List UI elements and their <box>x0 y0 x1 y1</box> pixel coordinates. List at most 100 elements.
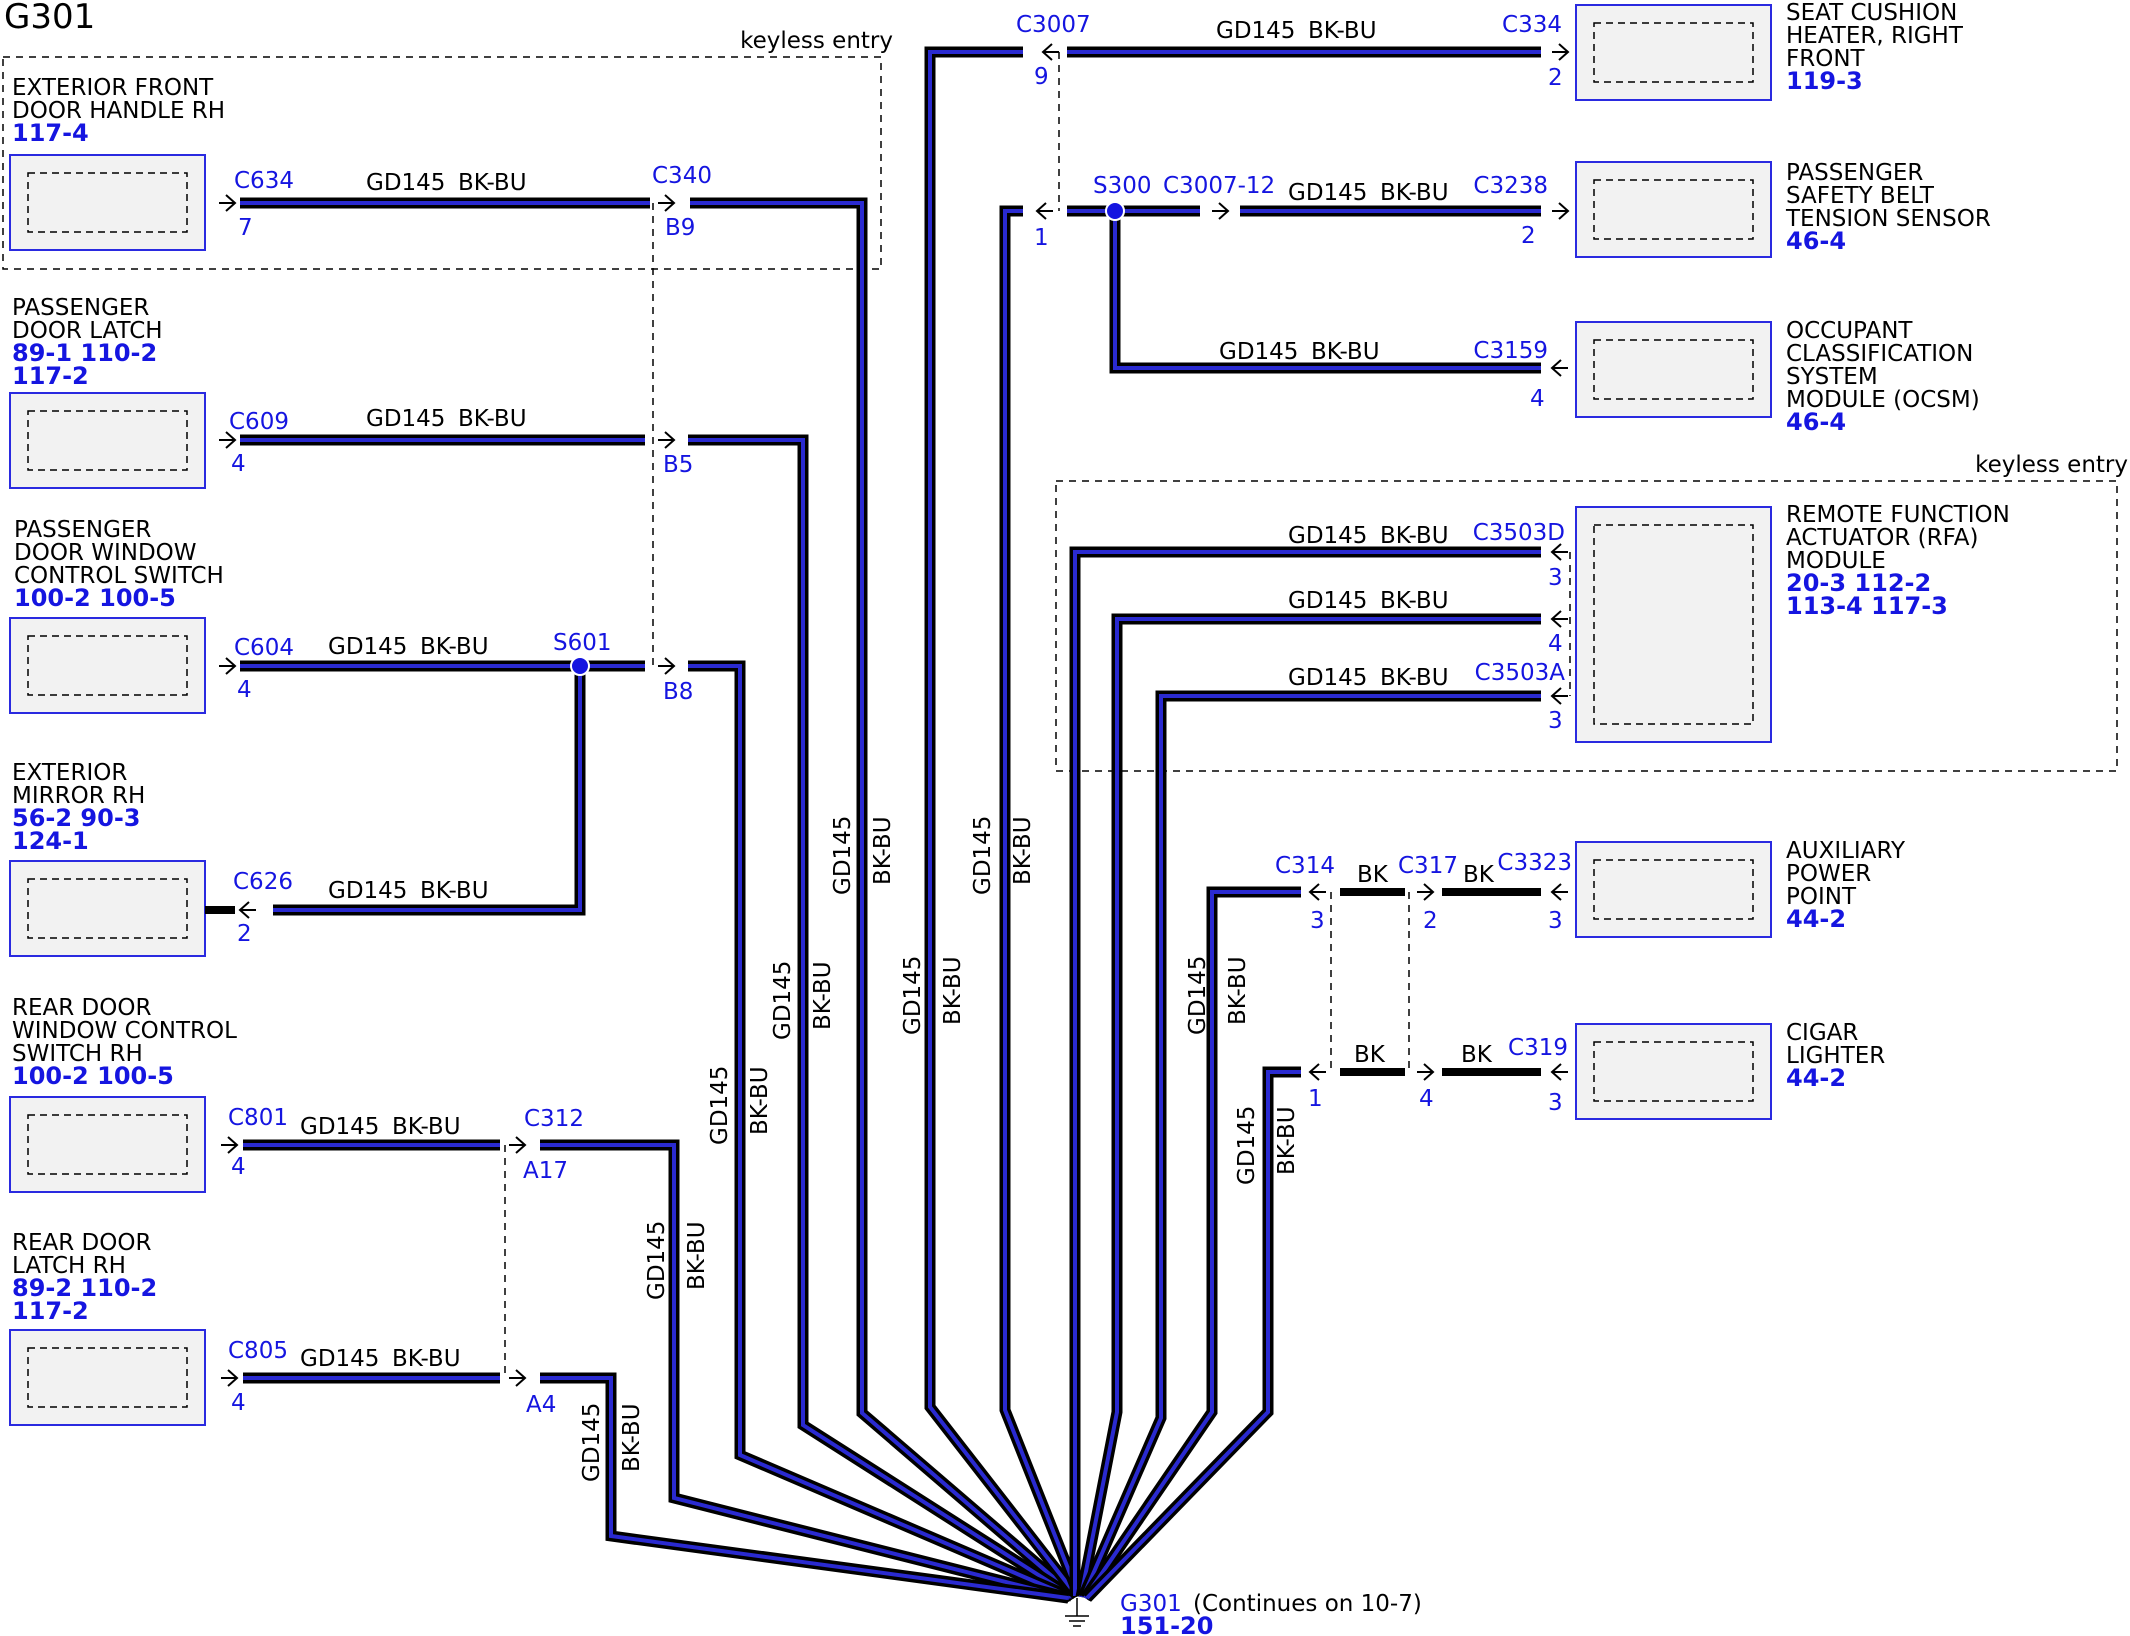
wire-c312-a17 <box>540 1139 1071 1604</box>
cigar-page-ref: 44-2 <box>1786 1064 1846 1092</box>
arrow-connector-icon <box>1417 883 1435 901</box>
wire-label-v-c340-b8-color: BK-BU <box>747 1066 773 1135</box>
connector-c634-name: C634 <box>234 168 294 194</box>
wire-label-c626-circuit: GD145 <box>328 878 407 904</box>
ocsm-label-line: OCCUPANT <box>1786 318 1913 344</box>
connector-c334-pin: 2 <box>1548 65 1563 91</box>
wire-label-c634-color: BK-BU <box>458 170 527 196</box>
wire-label-v-c312-a4-color: BK-BU <box>619 1403 645 1472</box>
wire-label-c609-circuit: GD145 <box>366 406 445 432</box>
connector-c805-name: C805 <box>228 1338 288 1364</box>
splice-s601-label: S601 <box>553 630 612 656</box>
component-box <box>1575 841 1772 938</box>
connector-c312-pin: A17 <box>523 1158 568 1184</box>
connector-c3007-name: C3007 <box>1016 12 1091 38</box>
belt_sensor-label-line: TENSION SENSOR <box>1785 206 1991 232</box>
arrow-connector-icon <box>1550 1063 1568 1081</box>
ext_door_handle-label-line: EXTERIOR FRONT <box>12 75 214 101</box>
component-box <box>1575 321 1772 418</box>
connector-c3503a-pin: 3 <box>1548 708 1563 734</box>
ext_door_handle-page-ref: 117-4 <box>12 119 89 147</box>
pass_door_latch-label-line: PASSENGER <box>12 295 149 321</box>
rear_window_switch-label-line: WINDOW CONTROL <box>12 1018 237 1044</box>
connector-c317-name: C317 <box>1398 853 1458 879</box>
component-box <box>9 1329 206 1426</box>
wire-label-c805-color: BK-BU <box>392 1346 461 1372</box>
pass_door_latch-page-ref: 117-2 <box>12 362 89 390</box>
rfa-page-ref: 113-4 117-3 <box>1786 592 1948 620</box>
rear_window_switch-page-ref: 100-2 100-5 <box>12 1062 174 1090</box>
keyless-entry-region <box>2 56 882 270</box>
wire-label-c3503a-color: BK-BU <box>1380 665 1449 691</box>
wire-label-v-c340-b9-circuit: GD145 <box>830 816 856 895</box>
rear_window_switch-label-line: SWITCH RH <box>12 1041 143 1067</box>
arrow-connector-icon <box>509 1136 527 1154</box>
connector-c604-name: C604 <box>234 635 294 661</box>
connector-c604-pin: 4 <box>237 677 252 703</box>
pass_window_switch-label-line: DOOR WINDOW <box>14 540 197 566</box>
arrow-connector-icon <box>1308 883 1326 901</box>
wire-label-c801-color: BK-BU <box>392 1114 461 1140</box>
component-box <box>1575 161 1772 258</box>
wire-label-v-c312-a4-circuit: GD145 <box>579 1403 605 1482</box>
wire-label-v-c340-b5-color: BK-BU <box>810 961 836 1030</box>
wire-label-c805-circuit: GD145 <box>300 1346 379 1372</box>
component-box <box>9 392 206 489</box>
ext_mirror-label-line: EXTERIOR <box>12 760 127 786</box>
connector-c3503d-name: C3503D <box>1473 520 1565 546</box>
seat_heater-label-line: FRONT <box>1786 46 1866 72</box>
rear_door_latch-page-ref: 89-2 110-2 <box>12 1274 157 1302</box>
wire-label-c3238-color: BK-BU <box>1380 180 1449 206</box>
wire-c3007-9 <box>924 46 1082 1600</box>
arrow-connector-icon <box>1550 610 1568 628</box>
wire-label-bk: BK <box>1463 862 1495 888</box>
connector-c626-name: C626 <box>233 869 293 895</box>
splice-dot-icon <box>1105 201 1125 221</box>
wire-label-c3503d-circuit: GD145 <box>1288 523 1367 549</box>
connector-c340-pin: B5 <box>663 452 693 478</box>
ext_mirror-label-line: MIRROR RH <box>12 783 145 809</box>
arrow-connector-icon <box>509 1369 527 1387</box>
wire-label-c334-color: BK-BU <box>1308 18 1377 44</box>
wire-c3503a <box>1077 690 1541 1600</box>
arrow-connector-icon <box>1417 1063 1435 1081</box>
wire-label-c3503d-color: BK-BU <box>1380 523 1449 549</box>
cigar-label-line: CIGAR <box>1786 1020 1858 1046</box>
wire-label-v-c340-b5-circuit: GD145 <box>770 961 796 1040</box>
connector-c3323-pin: 3 <box>1548 908 1563 934</box>
wire-label-v-c312-a17-color: BK-BU <box>684 1221 710 1290</box>
pass_door_latch-page-ref: 89-1 110-2 <box>12 339 157 367</box>
wire-label-v-c3007-1-circuit: GD145 <box>970 816 996 895</box>
connector-c340-pin: B8 <box>663 679 693 705</box>
arrow-connector-icon <box>1035 202 1053 220</box>
ocsm-label-line: SYSTEM <box>1786 364 1878 390</box>
arrow-connector-icon <box>219 657 237 675</box>
component-box <box>9 154 206 251</box>
connector-c801-pin: 4 <box>231 1154 246 1180</box>
aux_power-label-line: POWER <box>1786 861 1871 887</box>
ext_door_handle-label-line: DOOR HANDLE RH <box>12 98 225 124</box>
component-box <box>9 860 206 957</box>
arrow-connector-icon <box>219 194 237 212</box>
rfa-label-line: MODULE <box>1786 548 1886 574</box>
wire-label-c604-circuit: GD145 <box>328 634 407 660</box>
connector-c340-name: C340 <box>652 163 712 189</box>
connector-c314-pin: 3 <box>1310 908 1325 934</box>
wire-label-c3159-color: BK-BU <box>1311 339 1380 365</box>
arrow-connector-icon <box>658 194 676 212</box>
wire-label-c3159-circuit: GD145 <box>1219 339 1298 365</box>
rear_door_latch-label-line: LATCH RH <box>12 1253 126 1279</box>
wire-c3007-1 <box>999 205 1085 1599</box>
splice-dot-icon <box>570 656 590 676</box>
wire-c3503d <box>1069 546 1541 1596</box>
wire-label-v-c314-1-color: BK-BU <box>1274 1106 1300 1175</box>
wire-label-v-c340-b8-circuit: GD145 <box>707 1066 733 1145</box>
wire-c340-b8 <box>688 660 1074 1603</box>
arrow-connector-icon <box>221 1369 239 1387</box>
wire-label-v-c312-a17-circuit: GD145 <box>644 1221 670 1300</box>
ext_mirror-page-ref: 56-2 90-3 <box>12 804 140 832</box>
connector-c334-name: C334 <box>1502 12 1562 38</box>
wire-label-c604-color: BK-BU <box>420 634 489 660</box>
wire-label-c334-circuit: GD145 <box>1216 18 1295 44</box>
